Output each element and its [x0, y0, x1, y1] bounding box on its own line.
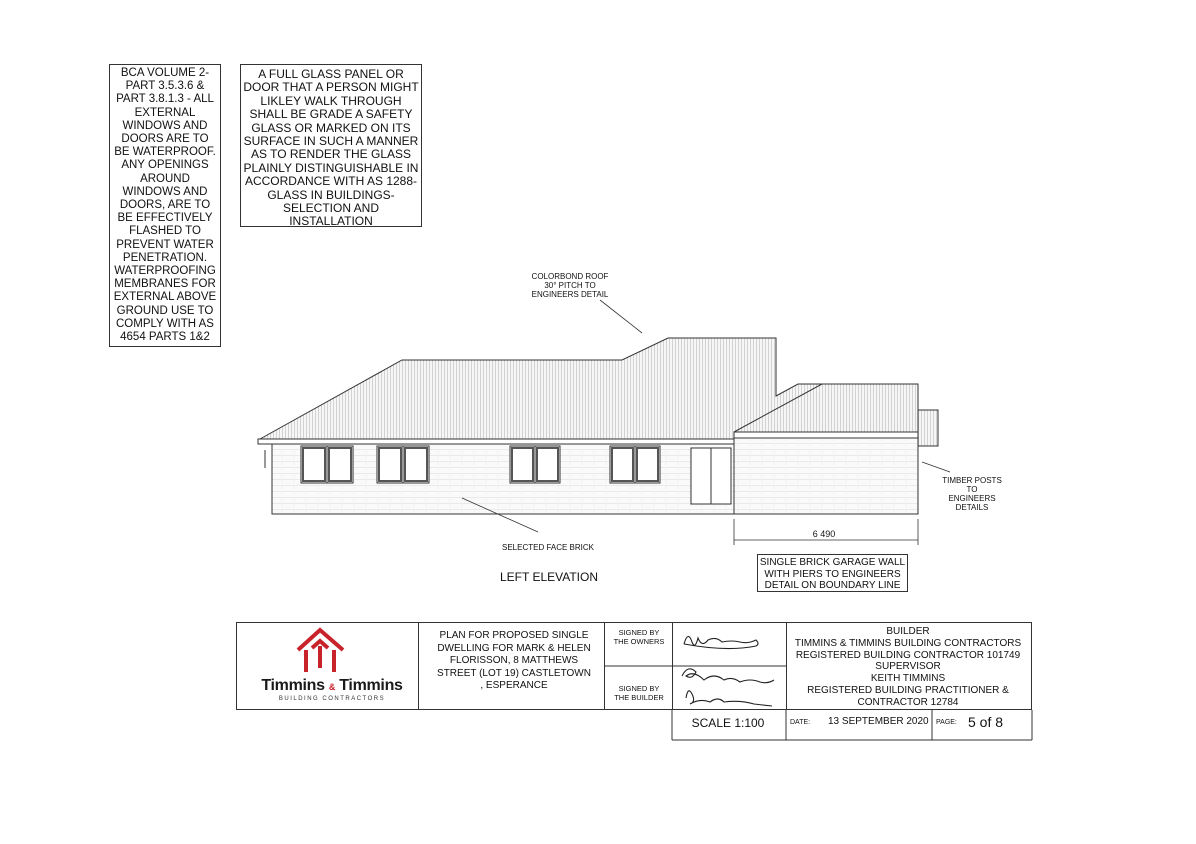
bca-waterproofing-note: BCA VOLUME 2- PART 3.5.3.6 & PART 3.8.1.… [109, 64, 221, 347]
title-block [236, 622, 1032, 710]
garage-wall-note: SINGLE BRICK GARAGE WALL WITH PIERS TO E… [757, 554, 908, 592]
window-glazing [302, 447, 659, 482]
builder-details: BUILDER TIMMINS & TIMMINS BUILDING CONTR… [794, 626, 1022, 708]
roof-label: COLORBOND ROOF 30° PITCH TO ENGINEERS DE… [531, 272, 609, 299]
face-brick-label: SELECTED FACE BRICK [501, 543, 595, 552]
title-block-divider [672, 622, 673, 710]
company-logo-text: Timmins & Timmins [261, 677, 403, 694]
title-block-divider [786, 622, 787, 710]
garage-roof-edge [917, 409, 939, 447]
drawing-scale: SCALE 1:100 [691, 716, 765, 730]
date-label: DATE: [790, 719, 811, 726]
drawing-date: 13 SEPTEMBER 2020 [828, 716, 929, 727]
signed-owners-label: SIGNED BY THE OWNERS [613, 628, 665, 646]
windows [300, 445, 661, 484]
safety-glass-note: A FULL GLASS PANEL OR DOOR THAT A PERSON… [240, 64, 422, 228]
elevation-title: LEFT ELEVATION [499, 570, 599, 584]
owner-signature [683, 635, 759, 650]
timmins-logo-mark [296, 627, 345, 672]
title-block-divider [418, 622, 419, 710]
garage-dimension: 6 490 [812, 529, 836, 539]
page-label: PAGE: [936, 719, 957, 726]
timber-posts-label: TIMBER POSTS TO ENGINEERS DETAILS [942, 476, 1002, 512]
garage-fascia [733, 431, 919, 439]
main-fascia [257, 438, 735, 445]
garage-brick-wall [733, 437, 919, 515]
builder-signature [681, 668, 775, 707]
signed-builder-label: SIGNED BY THE BUILDER [614, 684, 664, 702]
title-block-divider [604, 622, 605, 710]
company-logo-subtitle: BUILDING CONTRACTORS [278, 696, 386, 702]
page-number: 5 of 8 [968, 714, 1004, 730]
plan-description: PLAN FOR PROPOSED SINGLE DWELLING FOR MA… [437, 630, 591, 691]
